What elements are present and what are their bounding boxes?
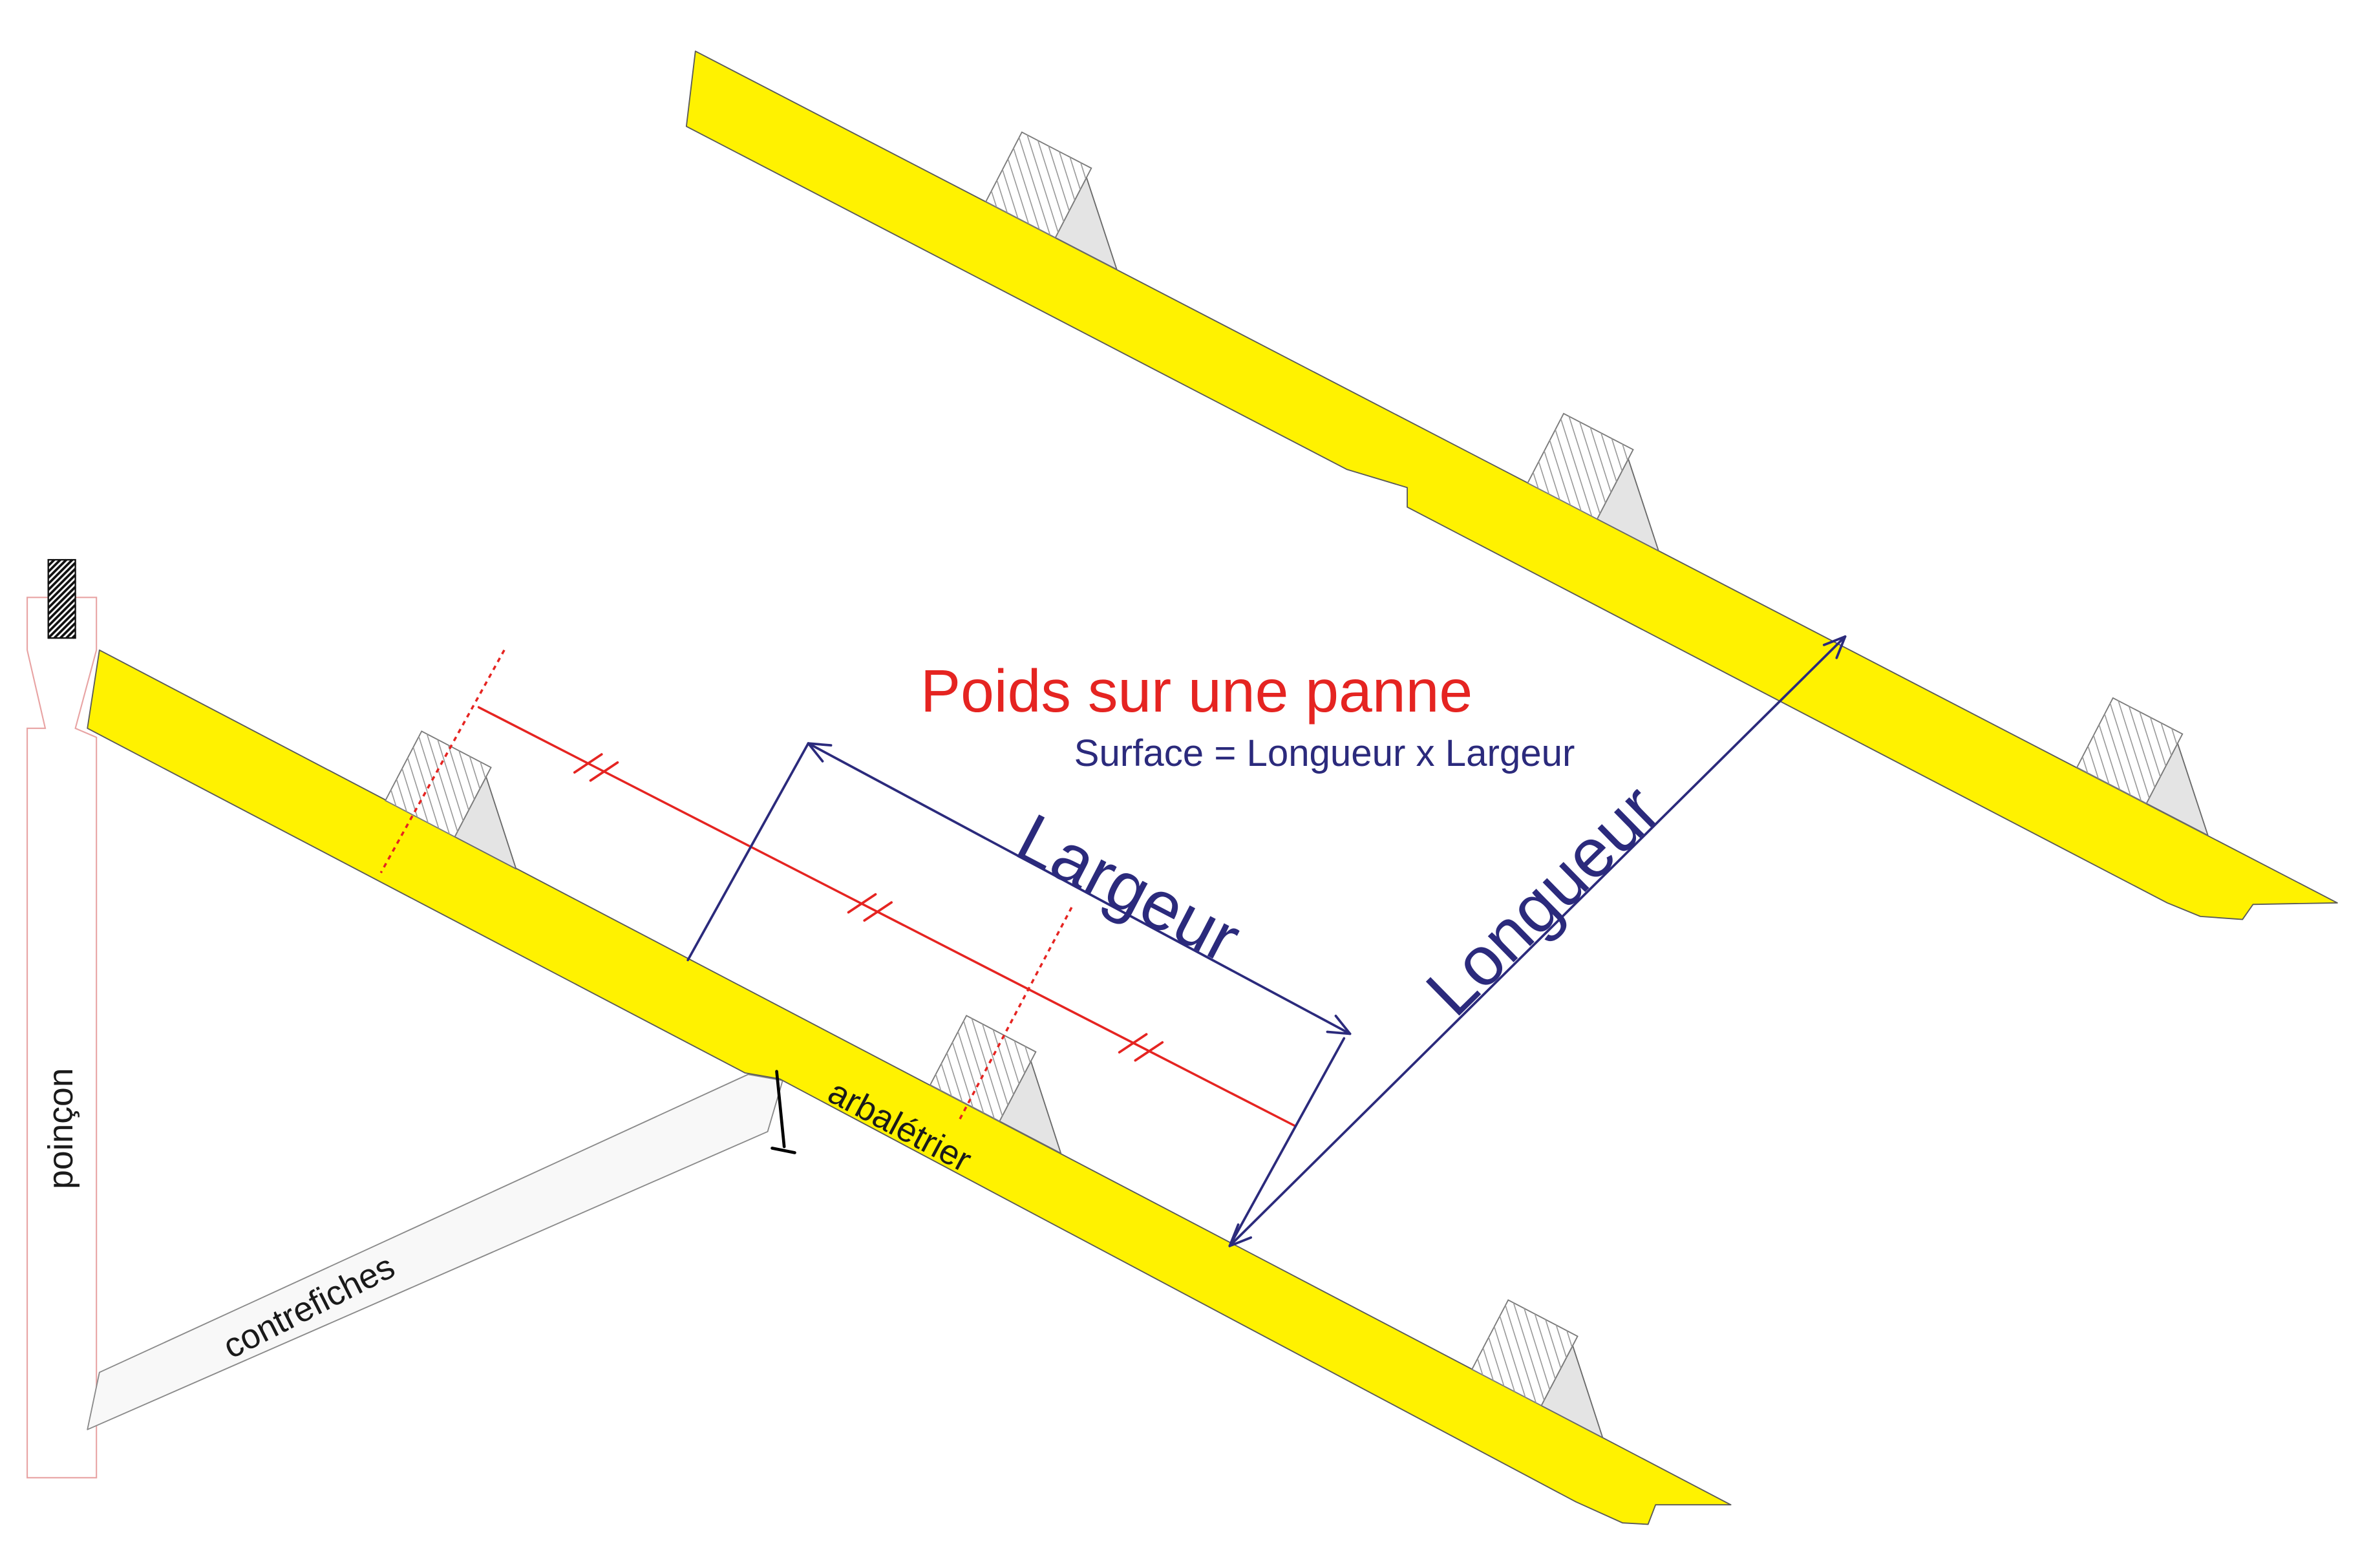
king-post (27, 597, 98, 1479)
purlin-axis-line (957, 907, 1073, 1122)
purlin-spacing-line (477, 706, 1296, 1127)
ridge-block (47, 558, 76, 639)
arrowhead (1822, 635, 1847, 659)
rafter-upper (685, 50, 2338, 920)
dimension-line-largeur (807, 742, 1352, 1035)
diagram-title: Poids sur une panne (920, 657, 1472, 725)
largeur-label: Largeur (1005, 798, 1253, 977)
strut (87, 1074, 783, 1430)
bolt (771, 1070, 796, 1154)
longueur-label: Longueur (1411, 770, 1674, 1030)
rafter-lower (87, 649, 1732, 1525)
king-post-label: poinçon (42, 1068, 80, 1189)
surface-formula: Surface = Longueur x Largeur (1074, 732, 1575, 774)
arrowhead (1228, 1223, 1253, 1247)
dimension-line-longueur (1228, 635, 1847, 1247)
purlin-axis-line (379, 649, 505, 874)
arrowhead (807, 742, 833, 763)
arrowhead (1326, 1014, 1352, 1035)
extension-line-left (686, 742, 810, 962)
extension-line-right (1228, 1037, 1346, 1247)
